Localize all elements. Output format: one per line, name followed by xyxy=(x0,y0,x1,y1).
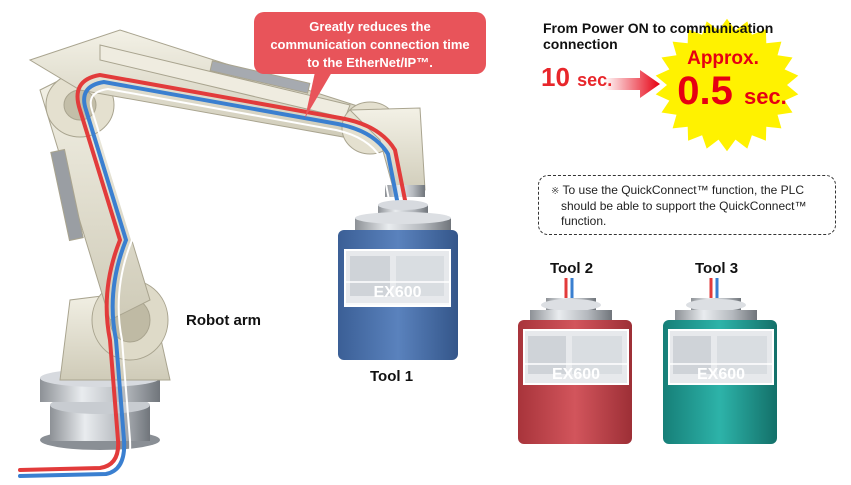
note-line-1: To use the QuickConnect™ function, the P… xyxy=(562,183,804,197)
tool2-device xyxy=(518,278,632,444)
callout-text: Greatly reduces the communication connec… xyxy=(258,18,482,72)
before-time: 10 sec. xyxy=(541,62,612,93)
tool3-model: EX600 xyxy=(696,366,746,383)
note-mark: ※ xyxy=(551,186,560,197)
speed-burst-shape xyxy=(655,18,799,152)
tool1-device xyxy=(338,200,458,360)
callout-line-3: to the EtherNet/IP™. xyxy=(307,55,433,70)
callout-line-1: Greatly reduces the xyxy=(309,19,431,34)
speed-burst xyxy=(655,18,799,152)
note-line-3: function. xyxy=(561,214,607,228)
after-time-prefix: Approx. xyxy=(687,48,759,69)
timing-arrow xyxy=(604,70,660,98)
tool1-label: Tool 1 xyxy=(370,368,414,385)
timing-header-line-1: From Power ON to communication xyxy=(543,20,774,36)
tool1-model: EX600 xyxy=(373,284,422,301)
note-line-2: should be able to support the QuickConne… xyxy=(561,199,807,213)
tool3-label: Tool 3 xyxy=(695,260,739,277)
after-time-unit: sec. xyxy=(743,84,787,109)
timing-header-line-2: connection xyxy=(543,36,618,52)
robot-arm-label: Robot arm xyxy=(186,312,261,329)
after-time: 0.5 sec. xyxy=(662,68,802,120)
tool2-model: EX600 xyxy=(551,366,601,383)
after-time-value: 0.5 xyxy=(677,69,733,113)
timing-header: From Power ON to communication connectio… xyxy=(543,20,833,52)
before-time-unit: sec. xyxy=(577,70,613,90)
before-time-value: 10 xyxy=(541,62,570,92)
callout-bubble xyxy=(254,12,486,118)
tool2-label: Tool 2 xyxy=(550,260,594,277)
robot-base xyxy=(40,369,160,450)
robot-cables xyxy=(18,72,407,483)
quickconnect-note: ※ To use the QuickConnect™ function, the… xyxy=(538,175,836,235)
callout-line-2: communication connection time xyxy=(270,37,470,52)
tool3-device xyxy=(663,278,777,444)
